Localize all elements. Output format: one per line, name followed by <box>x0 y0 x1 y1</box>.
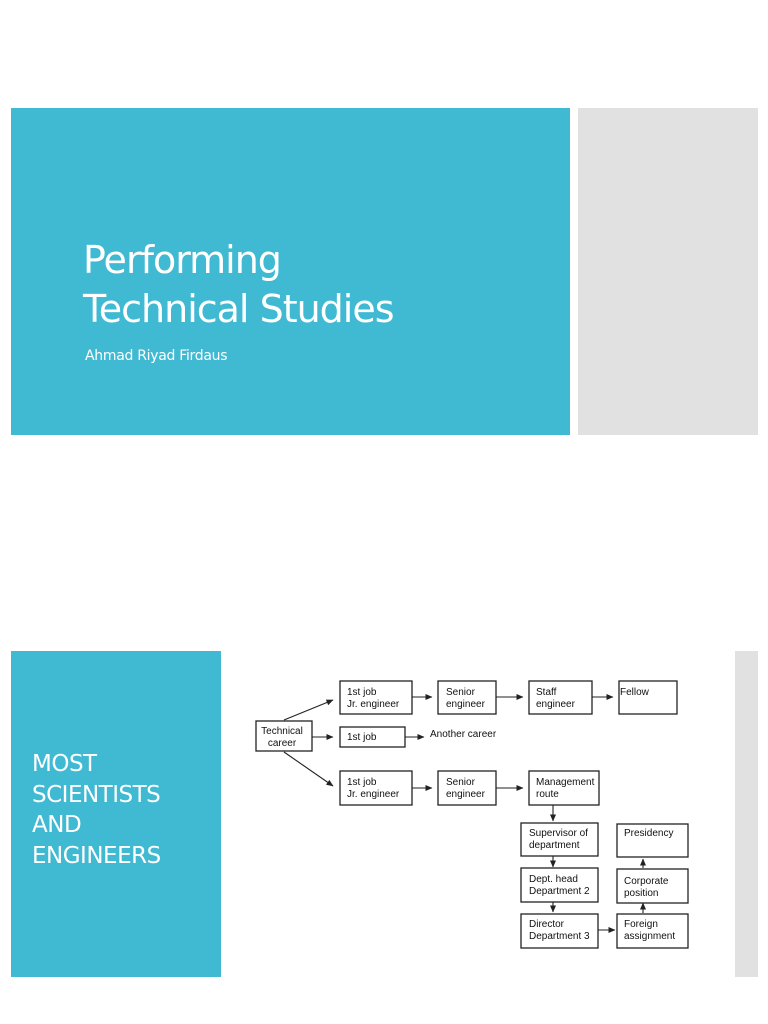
slide-title: Performing Technical Studies <box>83 238 395 331</box>
diagram-node-first-job-mid: 1st job <box>339 726 406 748</box>
node-label: 1st job <box>347 777 377 788</box>
diagram-node-director: Director Department 3 <box>520 913 599 949</box>
section-slide-side-panel <box>735 651 758 977</box>
diagram-node-jr-engineer-bottom: 1st job Jr. engineer <box>339 770 413 806</box>
node-label: Another career <box>430 729 497 740</box>
edge-technical-to-jr-bottom <box>283 751 334 787</box>
diagram-node-fellow: Fellow <box>618 680 678 715</box>
section-slide-panel: MOST SCIENTISTS AND ENGINEERS <box>11 651 221 977</box>
diagram-node-senior-top: Senior engineer <box>437 680 497 715</box>
node-label: position <box>624 888 658 899</box>
node-label: Department 3 <box>529 931 590 942</box>
node-label: Foreign <box>624 919 658 930</box>
node-label: Presidency <box>624 828 673 839</box>
node-label: 1st job <box>347 687 377 698</box>
node-label: route <box>536 789 559 800</box>
edge-technical-to-jr-top <box>283 699 334 721</box>
node-label: Management <box>536 777 595 788</box>
node-label: Senior <box>446 687 476 698</box>
diagram-edges <box>283 694 646 933</box>
node-label: Technical <box>261 726 303 737</box>
node-label: engineer <box>536 699 576 710</box>
title-slide-panel: Performing Technical Studies Ahmad Riyad… <box>11 108 570 435</box>
node-label: Department 2 <box>529 886 590 897</box>
diagram-node-foreign-assignment: Foreign assignment <box>616 913 689 949</box>
diagram-node-supervisor: Supervisor of department <box>520 822 599 857</box>
diagram-node-technical-career: Technical career <box>255 720 313 752</box>
node-label: Jr. engineer <box>347 699 400 710</box>
node-label: career <box>268 738 297 749</box>
diagram-node-management-route: Management route <box>528 770 600 806</box>
diagram-node-corporate-position: Corporate position <box>616 868 689 904</box>
node-label: engineer <box>446 699 486 710</box>
node-label: Dept. head <box>529 874 578 885</box>
slide-heading: MOST SCIENTISTS AND ENGINEERS <box>32 751 161 869</box>
diagram-node-dept-head: Dept. head Department 2 <box>520 867 599 903</box>
node-label: Supervisor of <box>529 828 588 839</box>
node-label: engineer <box>446 789 486 800</box>
node-label: 1st job <box>347 732 377 743</box>
node-label: Staff <box>536 687 557 698</box>
diagram-node-presidency: Presidency <box>616 823 689 858</box>
title-slide-side-panel <box>578 108 758 435</box>
node-label: Director <box>529 919 565 930</box>
node-label: assignment <box>624 931 675 942</box>
diagram-node-another-career: Another career <box>430 729 497 740</box>
diagram-node-senior-bottom: Senior engineer <box>437 770 497 806</box>
node-label: Senior <box>446 777 476 788</box>
node-label: Corporate <box>624 876 669 887</box>
diagram-node-staff-engineer: Staff engineer <box>528 680 593 715</box>
node-label: department <box>529 840 580 851</box>
diagram-node-jr-engineer-top: 1st job Jr. engineer <box>339 680 413 715</box>
slide-author: Ahmad Riyad Firdaus <box>85 348 228 364</box>
node-label: Fellow <box>620 687 650 698</box>
node-label: Jr. engineer <box>347 789 400 800</box>
